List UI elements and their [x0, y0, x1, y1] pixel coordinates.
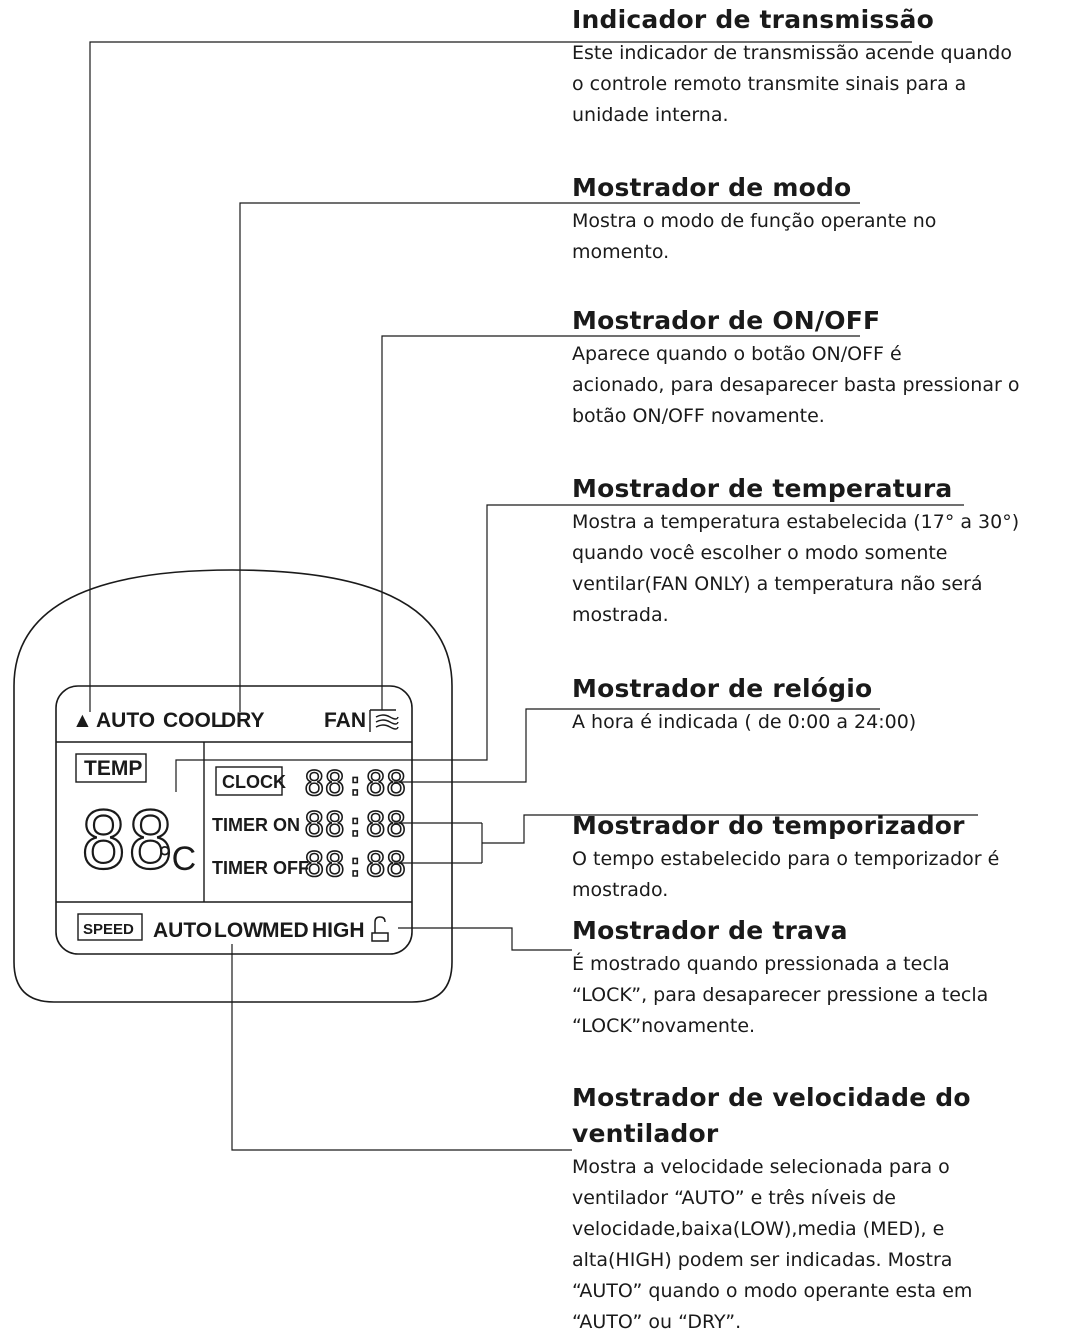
leader-transmit	[89, 41, 912, 712]
desc-clock: Mostrador de relógio A hora é indicada (…	[572, 671, 1070, 738]
desc-lock: Mostrador de trava É mostrado quando pre…	[572, 913, 1070, 1042]
desc-timer-title: Mostrador do temporizador	[572, 811, 965, 840]
transmit-indicator-icon: ▲	[72, 709, 93, 732]
desc-transmission: Indicador de transmissão Este indicador …	[572, 2, 1070, 131]
mode-dry-label: DRY	[221, 709, 265, 732]
desc-mode: Mostrador de modo Mostra o modo de funçã…	[572, 170, 1070, 268]
desc-timer-text: O tempo estabelecido para o temporizador…	[572, 848, 1000, 901]
leader-temperature	[175, 504, 964, 792]
temp-label-box	[75, 753, 147, 783]
leader-lock	[398, 927, 572, 951]
speed-auto-label: AUTO	[153, 919, 212, 942]
desc-clock-title: Mostrador de relógio	[572, 674, 873, 703]
timer-on-digits: 88:88	[304, 805, 406, 845]
lcd-screen-outline	[55, 685, 413, 955]
desc-lock-title: Mostrador de trava	[572, 916, 848, 945]
remote-body-outline	[13, 569, 453, 1003]
desc-transmission-title: Indicador de transmissão	[572, 5, 934, 34]
desc-mode-text: Mostra o modo de função operante no mome…	[572, 210, 937, 263]
temp-label: TEMP	[84, 757, 142, 780]
leader-fan-speed	[231, 944, 572, 1151]
desc-onoff-text: Aparece quando o botão ON/OFF é acionado…	[572, 343, 1020, 427]
temp-digits: 88	[80, 797, 174, 887]
timer-off-label: TIMER OFF	[212, 858, 309, 878]
mode-cool-label: COOL	[163, 709, 224, 732]
lock-icon	[371, 916, 389, 942]
leader-clock	[394, 708, 880, 783]
fan-vane-icon	[369, 709, 399, 732]
speed-label-box	[77, 913, 143, 941]
temp-unit: °C	[158, 840, 196, 878]
desc-temperature: Mostrador de temperatura Mostra a temper…	[572, 471, 1070, 631]
mode-fan-label: FAN	[324, 709, 366, 732]
desc-clock-text: A hora é indicada ( de 0:00 a 24:00)	[572, 711, 917, 733]
desc-fan-speed-title: Mostrador de velocidade do ventilador	[572, 1083, 971, 1148]
desc-lock-text: É mostrado quando pressionada a tecla “L…	[572, 953, 989, 1037]
desc-timer: Mostrador do temporizador O tempo estabe…	[572, 808, 1070, 906]
desc-temperature-title: Mostrador de temperatura	[572, 474, 953, 503]
leader-onoff	[381, 335, 860, 710]
leader-timer-bracket	[481, 814, 978, 863]
timer-off-digits: 88:88	[304, 845, 406, 885]
desc-fan-speed-text: Mostra a velocidade selecionada para o v…	[572, 1156, 973, 1333]
clock-label-box	[215, 766, 283, 796]
desc-onoff: Mostrador de ON/OFF Aparece quando o bot…	[572, 303, 1070, 432]
clock-label: CLOCK	[222, 772, 286, 792]
speed-label: SPEED	[83, 921, 134, 938]
desc-fan-speed: Mostrador de velocidade do ventilador Mo…	[572, 1080, 1070, 1338]
clock-digits: 88:88	[304, 764, 406, 804]
mode-auto-label: AUTO	[96, 709, 155, 732]
speed-med-label: MED	[262, 919, 309, 942]
desc-transmission-text: Este indicador de transmissão acende qua…	[572, 42, 1012, 126]
timer-on-label: TIMER ON	[212, 815, 300, 835]
speed-high-label: HIGH	[312, 919, 365, 942]
desc-onoff-title: Mostrador de ON/OFF	[572, 306, 881, 335]
desc-temperature-text: Mostra a temperatura estabelecida (17° a…	[572, 511, 1020, 626]
speed-low-label: LOW	[214, 919, 263, 942]
desc-mode-title: Mostrador de modo	[572, 173, 852, 202]
leader-mode	[239, 202, 860, 712]
